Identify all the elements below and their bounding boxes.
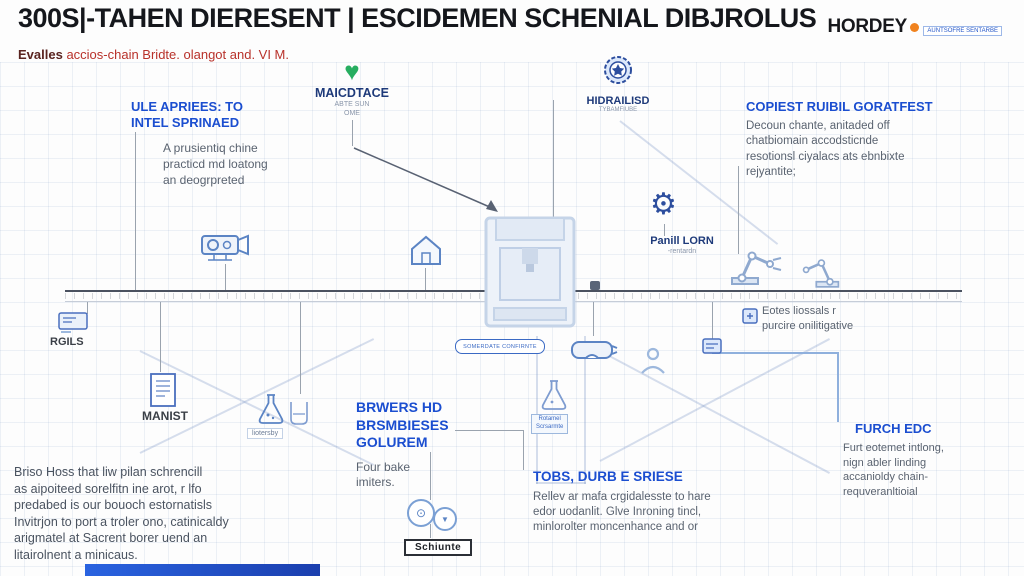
callout-hidrailisd: HIDRAILISD TYBAMFIUBE xyxy=(568,54,668,115)
rotamel-label: Rotamel Scrsarmte xyxy=(531,414,569,434)
logo-tagline: AUNTSOFRE SENTARBE xyxy=(923,26,1002,36)
connector-line xyxy=(455,430,523,431)
vr-goggles-icon xyxy=(571,341,618,359)
callout-hidrailisd-sub: TYBAMFIUBE xyxy=(598,107,638,113)
belt-sensor-icon xyxy=(590,281,600,290)
connector-line xyxy=(87,302,88,314)
connector-line xyxy=(712,302,713,352)
callout-hidrailisd-title: HIDRAILISD xyxy=(586,95,650,107)
machine-support-line xyxy=(536,482,586,484)
callout-copiest-body: Decoun chante, anitaded off chatbiomain … xyxy=(746,120,905,178)
callout-maicdtace-title: MAICDTACE xyxy=(314,86,390,100)
gear-icon: ⚙ xyxy=(650,188,677,221)
connector-line-blue xyxy=(837,352,839,422)
connector-line xyxy=(553,100,554,226)
connector-line xyxy=(593,302,594,336)
module-box-icon xyxy=(702,338,722,354)
connector-line xyxy=(225,264,226,290)
connector-line xyxy=(523,430,524,470)
callout-furch: FURCH EDC Furt eotemet intlong, nign abl… xyxy=(843,421,1013,499)
drop-circle-icon: ▼ xyxy=(433,507,457,531)
connector-line xyxy=(738,166,739,254)
machine-support-line xyxy=(584,336,586,484)
arrow-to-machine xyxy=(353,147,498,212)
card-icon xyxy=(58,312,88,333)
callout-panill: Panill LORN -rentardn xyxy=(628,235,736,256)
callout-panill-title: Panill LORN xyxy=(650,235,714,247)
connector-line xyxy=(135,132,136,290)
subtitle: Evalles accios-chain Bridte. olangot and… xyxy=(18,47,289,62)
heart-icon: ♥ xyxy=(344,56,360,86)
drop-glyph: ▼ xyxy=(441,514,449,524)
plus-box-icon xyxy=(742,308,758,324)
logo-dot-icon xyxy=(909,23,919,32)
callout-brwers: BRWERS HD BRSMBIESES GOLUREM Four bake i… xyxy=(356,399,496,491)
house-icon xyxy=(411,235,441,265)
beaker-icon xyxy=(290,402,308,425)
callout-panill-sub: -rentardn xyxy=(667,248,697,255)
logo-text: HORDEY xyxy=(827,16,907,37)
badge-icon xyxy=(604,56,632,84)
callout-maicdtace: ♥ MAICDTACE ABTE SUN OME xyxy=(300,58,404,118)
schiunte-box: Schiunte xyxy=(404,539,473,556)
subtitle-rest: accios-chain Bridte. olangot and. VI M. xyxy=(62,47,290,62)
callout-copiest: COPIEST RUIBIL GORATFEST Decoun chante, … xyxy=(746,99,986,180)
callout-ule-title: ULE APRIEES: TO INTEL SPRINAED xyxy=(131,99,243,131)
callout-manist-title: MANIST xyxy=(142,409,188,423)
machine-support-line xyxy=(536,336,538,484)
connector-line xyxy=(664,224,665,236)
callout-maicdtace-sub: ABTE SUN OME xyxy=(334,101,370,118)
callout-brwers-title: BRWERS HD BRSMBIESES GOLUREM xyxy=(356,399,449,450)
subtitle-lead: Evalles xyxy=(18,47,63,62)
callout-tobs-body: Rellev ar mafa crgidalesste to hare edor… xyxy=(533,490,711,534)
belt-pill: SOMERDATE CONFIRNTE xyxy=(455,339,545,354)
probe-circle-icon: ⊙ xyxy=(407,499,435,527)
bottom-blue-bar xyxy=(85,564,320,576)
connector-line xyxy=(160,302,161,372)
callout-furch-title: FURCH EDC xyxy=(855,421,932,436)
callout-tobs-title: TOBS, DURB E SRIESE xyxy=(533,469,683,484)
connector-line-blue xyxy=(712,352,838,354)
callout-furch-body: Furt eotemet intlong, nign abler linding… xyxy=(843,442,944,498)
callout-brwers-body: Four bake imiters. xyxy=(356,459,411,490)
flask-icon xyxy=(541,380,567,410)
callout-eotes-body: Eotes liossals r purcire onilitigative xyxy=(762,305,854,332)
liotersby-label: liotersby xyxy=(247,428,284,439)
robot-arm-icon xyxy=(802,259,840,288)
callout-tobs: TOBS, DURB E SRIESE Rellev ar mafa crgid… xyxy=(533,469,783,535)
machine-icon xyxy=(484,216,576,328)
connector-line xyxy=(352,120,353,146)
connector-line xyxy=(425,268,426,290)
flask-icon xyxy=(258,394,284,424)
scanner-camera-icon xyxy=(201,234,249,261)
belt-pill-label: SOMERDATE CONFIRNTE xyxy=(463,343,537,350)
connector-line xyxy=(300,302,301,394)
probe-glyph: ⊙ xyxy=(415,506,427,520)
callout-rgils-title: RGILS xyxy=(50,336,84,348)
connector-line xyxy=(430,524,431,538)
robot-arm-icon xyxy=(731,251,782,285)
page-title: 300S|-TAHEN DIERESENT | ESCIDEMEN SCHENI… xyxy=(18,3,817,33)
callout-ule-body: A prusientiq chine practicd md loatong a… xyxy=(163,141,268,187)
person-icon xyxy=(641,347,665,374)
callout-copiest-title: COPIEST RUIBIL GORATFEST xyxy=(746,99,933,114)
logo: HORDEY AUNTSOFRE SENTARBE xyxy=(827,16,1002,38)
bottom-left-paragraph: Briso Hoss that liw pilan schrencill as … xyxy=(14,465,229,562)
document-icon xyxy=(150,373,176,407)
connector-line xyxy=(430,452,431,500)
